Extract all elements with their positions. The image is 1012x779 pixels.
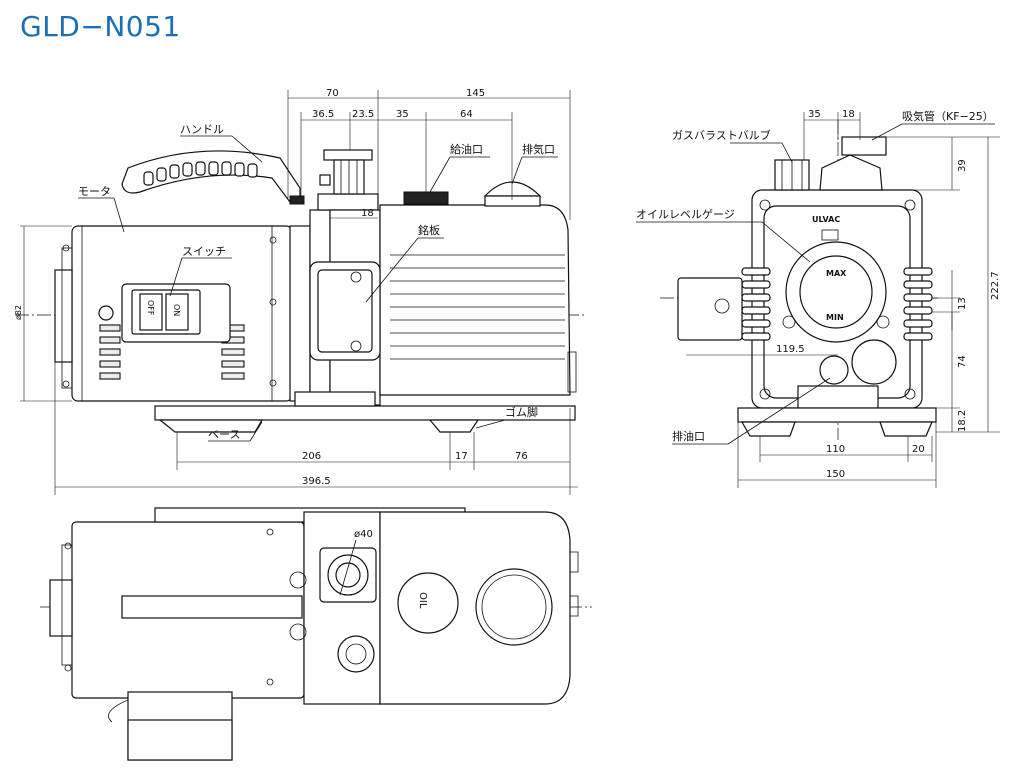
gauge-max: MAX: [826, 269, 847, 278]
base: [154, 391, 576, 433]
dim-119-5: 119.5: [776, 344, 805, 355]
pump-housing: [289, 149, 577, 406]
dim-18: 18: [361, 208, 374, 219]
label-rubber-foot: ゴム脚: [505, 405, 538, 419]
label-nameplate: 銘板: [418, 223, 440, 237]
label-exhaust: 排気口: [522, 142, 555, 156]
dim-74: 74: [957, 355, 968, 368]
front-dimensions: 35 18 39 222.7 13 74 18.2 119.5 110 20: [686, 109, 1001, 488]
side-view: OFF ON: [14, 88, 585, 495]
label-drain: 排油口: [672, 429, 705, 443]
dim-phi82: ø82: [14, 305, 23, 320]
switch-off-marking: OFF: [146, 300, 155, 316]
dim-110: 110: [826, 444, 845, 455]
side-dimensions: 70 145 36.5 23.5 35 64 18 206 17 76 396.…: [14, 88, 578, 495]
label-switch: スイッチ: [182, 245, 226, 258]
dim-70: 70: [326, 88, 339, 99]
label-intake: 吸気管（KF−25）: [902, 109, 994, 123]
dim-17: 17: [455, 451, 468, 462]
dim-396-5: 396.5: [302, 476, 331, 487]
dim-222-7: 222.7: [990, 271, 1001, 300]
label-oil-gauge: オイルレベルゲージ: [636, 208, 735, 221]
front-labels: ガスバラストバルブ 吸気管（KF−25） オイルレベルゲージ 排油口: [636, 109, 995, 445]
dim-145: 145: [466, 88, 485, 99]
cap-marking: OIL: [417, 592, 428, 609]
dim-39: 39: [957, 159, 968, 172]
switch-on-marking: ON: [172, 304, 181, 316]
dim-36-5: 36.5: [312, 109, 334, 120]
brand-marking: ULVAC: [812, 215, 840, 224]
dim-13: 13: [957, 297, 968, 310]
dim-front-35: 35: [808, 109, 821, 120]
dim-35: 35: [396, 109, 409, 120]
label-motor: モータ: [78, 185, 111, 198]
dim-18-2: 18.2: [957, 410, 968, 432]
top-view: OIL ø40: [40, 507, 592, 761]
label-base: ベース: [208, 428, 240, 441]
dim-front-18: 18: [842, 109, 855, 120]
dim-206: 206: [302, 451, 321, 462]
gauge-min: MIN: [826, 313, 844, 322]
label-oil-fill: 給油口: [450, 142, 483, 156]
switch-box: OFF ON: [121, 283, 231, 343]
label-handle: ハンドル: [180, 123, 224, 136]
dim-23-5: 23.5: [352, 109, 374, 120]
dim-phi40: ø40: [354, 529, 373, 540]
handle: [121, 150, 305, 205]
dim-76: 76: [515, 451, 528, 462]
dim-20: 20: [912, 444, 925, 455]
page-title: GLD−N051: [20, 10, 181, 43]
dim-64: 64: [460, 109, 473, 120]
dim-150: 150: [826, 469, 845, 480]
front-view: ULVAC MAX MIN: [636, 109, 1001, 488]
side-labels: ハンドル モータ スイッチ 給油口 排気口 銘板 ゴム脚 ベース: [78, 123, 558, 442]
label-gas-ballast: ガスバラストバルブ: [672, 128, 771, 142]
